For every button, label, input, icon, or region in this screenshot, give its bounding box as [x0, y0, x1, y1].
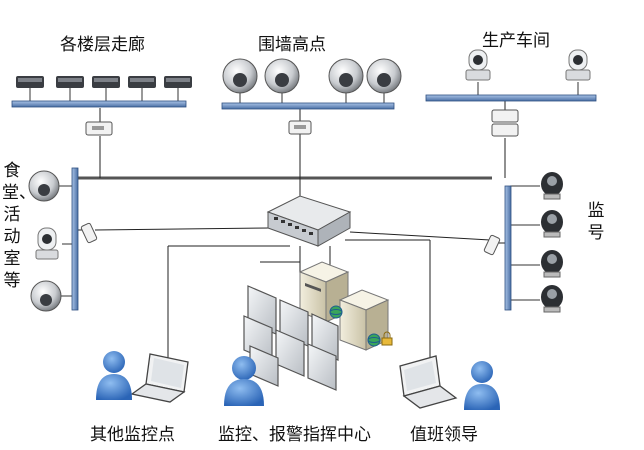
dome-camera-icon — [264, 58, 300, 94]
dome-camera-icon — [30, 280, 62, 312]
user-icon — [464, 361, 500, 410]
globe-icon — [329, 305, 343, 319]
laptop-icon — [130, 353, 189, 403]
prison-bus — [504, 185, 540, 311]
workshop-bus — [425, 82, 597, 102]
globe-icon — [367, 333, 381, 347]
ptz-camera-icon — [541, 250, 563, 278]
label-command-center: 监控、报警指挥中心 — [218, 425, 371, 445]
corridor-bus — [11, 88, 187, 108]
ptz-camera-icon — [465, 49, 491, 81]
label-prison: 监号 — [587, 201, 605, 243]
dome-camera-group — [222, 58, 402, 94]
ptz-camera-icon — [565, 49, 591, 81]
canteen-bus — [58, 167, 79, 311]
label-corridors: 各楼层走廊 — [60, 35, 145, 55]
label-workshop: 生产车间 — [482, 31, 550, 51]
label-duty-leader: 值班领导 — [410, 425, 478, 445]
box-camera-icon — [128, 76, 156, 88]
ptz-camera-icon — [541, 172, 563, 200]
box-camera-icon — [16, 76, 44, 88]
box-camera-icon — [164, 76, 192, 88]
ptz-camera-icon — [35, 227, 59, 260]
user-icon — [96, 351, 132, 400]
dome-camera-icon — [328, 58, 364, 94]
ptz-camera-icon — [541, 210, 563, 238]
converter-icon — [85, 121, 113, 136]
label-other-monitor: 其他监控点 — [90, 425, 175, 445]
wall-bus — [221, 92, 395, 110]
dome-camera-icon — [28, 170, 60, 202]
box-camera-group — [16, 76, 192, 88]
dome-camera-icon — [222, 58, 258, 94]
converter-icon — [483, 234, 501, 256]
laptop-icon — [399, 355, 458, 409]
label-wall-points: 围墙高点 — [258, 35, 326, 55]
converter-icon — [288, 120, 312, 135]
lock-icon — [381, 331, 393, 346]
core-switch-icon — [266, 195, 352, 247]
ptz-camera-icon — [541, 285, 563, 313]
right-camera-group — [541, 172, 563, 313]
box-camera-icon — [92, 76, 120, 88]
server-icon — [338, 289, 390, 351]
converter-icon — [80, 222, 98, 244]
left-camera-group — [28, 170, 62, 312]
ptz-camera-group — [465, 49, 591, 81]
dome-camera-icon — [366, 58, 402, 94]
converter-stack-icon — [491, 109, 519, 137]
user-icon — [224, 356, 264, 406]
box-camera-icon — [56, 76, 84, 88]
label-canteen: 食堂、活动室等 — [2, 161, 36, 291]
